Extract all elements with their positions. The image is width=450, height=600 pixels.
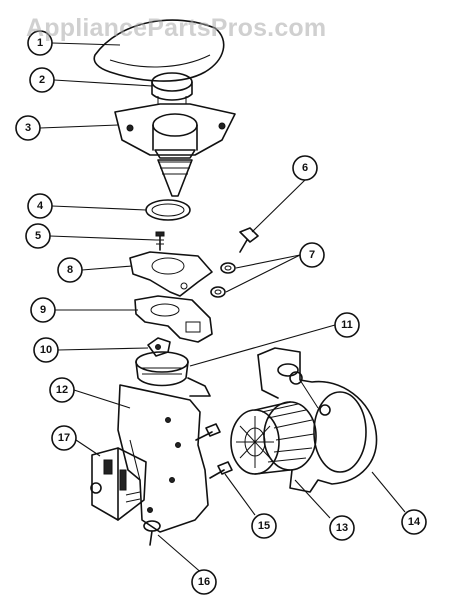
callout-14: 14 [401, 509, 427, 535]
svg-text:13: 13 [336, 522, 348, 534]
callout-8: 8 [57, 257, 83, 283]
callout-4: 4 [27, 193, 53, 219]
callout-13: 13 [329, 515, 355, 541]
callout-17: 17 [51, 425, 77, 451]
part-17-switch [90, 447, 147, 521]
part-9-plate [134, 295, 213, 343]
part-13-fan-wheel [230, 401, 317, 475]
callout-11: 11 [334, 312, 360, 338]
part-14-blower-housing [257, 347, 378, 493]
part-16-screw [143, 520, 161, 546]
svg-text:6: 6 [302, 162, 308, 174]
callout-1: 1 [27, 30, 53, 56]
svg-text:15: 15 [258, 520, 270, 532]
part-10-bracket [147, 337, 171, 357]
part-15-screws [195, 423, 233, 479]
part-6-bolt [239, 227, 259, 253]
svg-text:14: 14 [408, 516, 421, 528]
svg-text:12: 12 [56, 384, 68, 396]
part-4-ring [145, 199, 191, 221]
svg-text:9: 9 [40, 304, 46, 316]
svg-text:4: 4 [37, 200, 44, 212]
part-1-cap [93, 19, 225, 82]
part-11-collar [135, 351, 211, 397]
svg-text:3: 3 [25, 122, 31, 134]
part-7-washers [210, 262, 236, 298]
callout-6: 6 [292, 155, 318, 181]
leader-lines [39, 42, 406, 576]
callout-3: 3 [15, 115, 41, 141]
svg-text:16: 16 [198, 576, 210, 588]
svg-text:5: 5 [35, 230, 41, 242]
part-12-mounting-plate [117, 384, 209, 533]
callout-9: 9 [30, 297, 56, 323]
svg-text:10: 10 [40, 344, 52, 356]
callout-7: 7 [299, 242, 325, 268]
callout-15: 15 [251, 513, 277, 539]
callouts: 1 2 3 4 5 6 7 8 9 10 11 12 13 14 15 16 1… [15, 30, 427, 595]
callout-10: 10 [33, 337, 59, 363]
svg-text:2: 2 [39, 74, 45, 86]
svg-text:8: 8 [67, 264, 73, 276]
svg-text:1: 1 [37, 37, 43, 49]
svg-text:17: 17 [58, 432, 70, 444]
svg-text:11: 11 [341, 319, 353, 331]
callout-12: 12 [49, 377, 75, 403]
svg-text:7: 7 [309, 249, 315, 261]
part-2-knob [151, 72, 193, 104]
callout-16: 16 [191, 569, 217, 595]
callout-2: 2 [29, 67, 55, 93]
part-3-base [114, 103, 236, 197]
part-5-screw [155, 231, 165, 251]
part-8-gasket [129, 251, 213, 297]
callout-5: 5 [25, 223, 51, 249]
